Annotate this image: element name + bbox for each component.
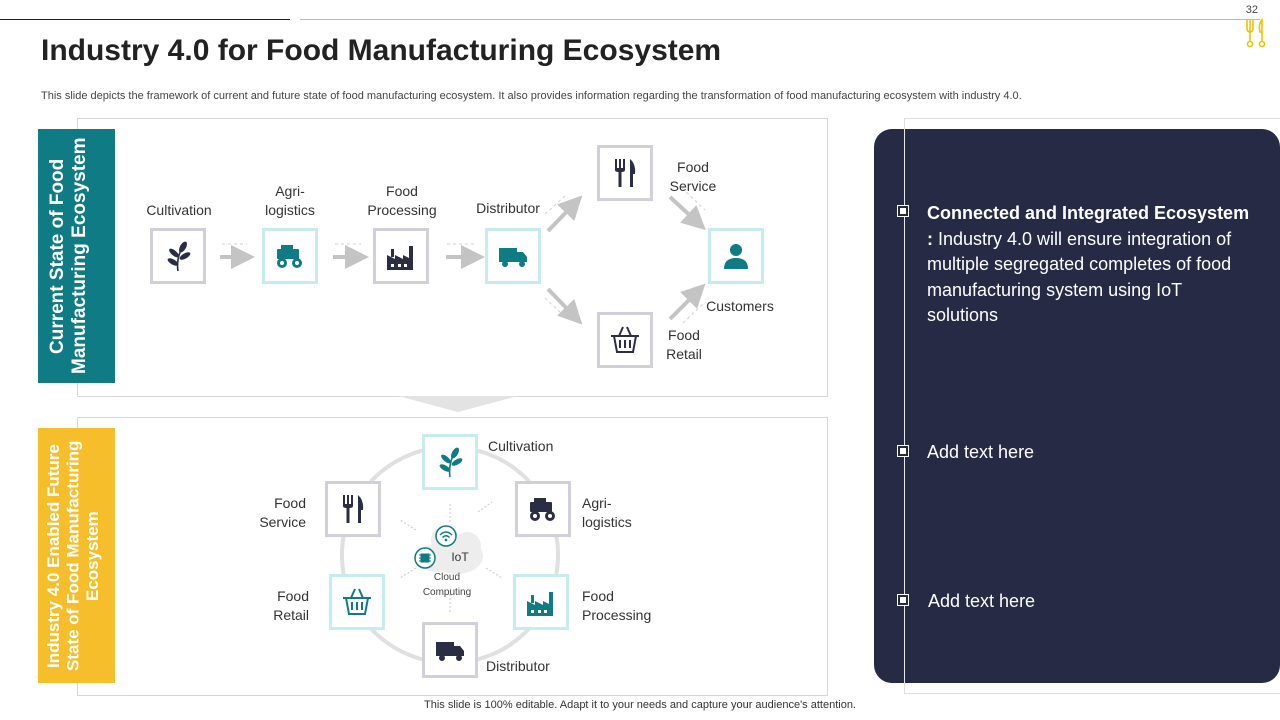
right-info-panel (874, 129, 1280, 683)
future-food-service-node (325, 481, 381, 537)
future-state-label: Industry 4.0 Enabled Future State of Foo… (43, 440, 102, 671)
header-line-dark (0, 19, 290, 20)
cultivation-node (150, 228, 206, 284)
future-food-retail-node (329, 574, 385, 630)
tractor-icon (530, 498, 555, 521)
future-distributor-label: Distributor (486, 658, 550, 674)
truck-icon (436, 642, 464, 661)
food-retail-node (597, 312, 653, 368)
point-2: Add text here (927, 442, 1035, 462)
distributor-node (485, 228, 541, 284)
future-food-retail-label-2: Retail (273, 607, 309, 623)
bullet-3 (897, 594, 909, 606)
current-agri-label-2: logistics (265, 202, 315, 218)
future-food-processing-label-1: Food (582, 588, 614, 604)
footer-note: This slide is 100% editable. Adapt it to… (424, 699, 856, 711)
point-1: Connected and Integrated Ecosystem : Ind… (927, 201, 1257, 329)
current-food-processing-label-2: Processing (367, 202, 437, 218)
current-distributor-label: Distributor (476, 200, 540, 216)
cloud-label-1: Cloud (433, 572, 461, 583)
current-connectors (220, 187, 706, 325)
point-3: Add text here (928, 591, 1036, 611)
plant-icon (439, 447, 463, 478)
truck-icon (499, 248, 527, 267)
current-food-service-label-2: Service (669, 178, 717, 194)
future-food-processing-label-2: Processing (582, 607, 652, 623)
current-food-processing-label-1: Food (386, 183, 418, 199)
fork-knife-icon (343, 495, 364, 523)
factory-icon (387, 246, 413, 270)
current-cultivation-label: Cultivation (146, 202, 212, 218)
current-food-retail-label-2: Retail (666, 346, 702, 362)
current-customers-label: Customers (706, 298, 774, 314)
current-food-retail-label-1: Food (668, 327, 700, 343)
tractor-icon (277, 245, 302, 268)
future-cultivation-label: Cultivation (488, 438, 554, 454)
customers-node (708, 228, 764, 284)
current-state-band: Current State of Food Manufacturing Ecos… (38, 129, 115, 383)
page-subtitle: This slide depicts the framework of curr… (41, 90, 1022, 102)
plant-icon (167, 241, 191, 272)
current-agri-label-1: Agri- (275, 183, 305, 199)
bullet-2 (897, 445, 909, 457)
iot-label: IoT (451, 550, 469, 564)
wifi-icon (435, 525, 457, 547)
future-food-retail-label-1: Food (277, 588, 309, 604)
right-panel-divider (904, 129, 905, 683)
cloud-label-2: Computing (422, 587, 472, 598)
future-food-service-label-1: Food (274, 495, 306, 511)
transition-chevron (398, 396, 518, 412)
header-line-gold (300, 19, 1260, 20)
factory-icon (527, 592, 553, 616)
basket-icon (611, 326, 639, 353)
cutlery-logo-icon (1246, 18, 1266, 48)
future-agri-label-1: Agri- (582, 495, 612, 511)
current-food-service-label-1: Food (677, 159, 709, 175)
bullet-1 (897, 205, 909, 217)
future-agri-label-2: logistics (582, 514, 632, 530)
agri-logistics-node (262, 228, 318, 284)
future-food-processing-node (513, 574, 569, 630)
user-icon (724, 244, 748, 269)
future-cultivation-node (422, 434, 478, 490)
food-processing-node (373, 228, 429, 284)
point-1-heading: Connected and Integrated Ecosystem : (927, 203, 1250, 249)
page-title: Industry 4.0 for Food Manufacturing Ecos… (41, 34, 722, 67)
chip-icon (414, 547, 436, 569)
future-state-band: Industry 4.0 Enabled Future State of Foo… (38, 428, 115, 683)
basket-icon (343, 588, 371, 615)
iot-cloud-hub (414, 525, 483, 574)
page-number: 32 (1245, 4, 1258, 16)
future-distributor-node (422, 622, 478, 678)
point-1-text: Industry 4.0 will ensure integration of … (927, 228, 1232, 326)
food-service-node (597, 145, 653, 201)
future-food-service-label-2: Service (259, 514, 306, 530)
future-agri-logistics-node (515, 481, 571, 537)
fork-knife-icon (615, 159, 636, 187)
